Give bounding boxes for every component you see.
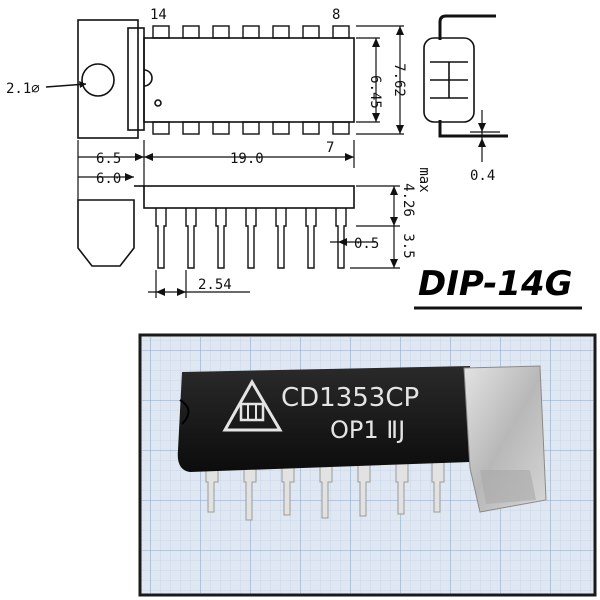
bottom-pin-row (152, 121, 350, 135)
length-dimensions (77, 140, 355, 200)
pin1-marker (154, 99, 162, 107)
chip-marking-line1: CD1353CP (281, 383, 419, 413)
chip-end-view (423, 14, 508, 162)
pin14-label: 14 (150, 7, 167, 23)
pin-width-label: 0.5 (354, 236, 379, 252)
photo-chip-body (177, 366, 470, 472)
mounting-hole (81, 63, 115, 97)
pin-length-label: 3.5 (400, 233, 416, 258)
dimension-labels: 14 8 7 2.1⌀ 6.45 7.62 6.5 6.0 19.0 4.26 … (6, 7, 573, 304)
chip-marking-line2: OP1 ⅡJ (330, 416, 405, 444)
manufacturer-logo (222, 378, 283, 432)
heatsink-tab-side-view (77, 199, 135, 267)
chip-photo: CD1353CP OP1 ⅡJ (177, 365, 547, 521)
height-max-suffix: max (416, 167, 432, 192)
height-max-label: 4.26 (400, 183, 416, 217)
tab-offset-2-label: 6.0 (96, 171, 121, 187)
tab-offset-1-label: 6.5 (96, 151, 121, 167)
width-dimensions (356, 25, 404, 135)
chip-body-top-view (143, 37, 355, 123)
side-view-pins (155, 208, 347, 269)
body-length-label: 19.0 (230, 151, 264, 167)
pin-pitch-dimension (148, 270, 250, 298)
lead-thickness-label: 0.4 (470, 168, 495, 184)
technical-drawing (45, 14, 582, 310)
pin8-label: 8 (332, 7, 340, 23)
body-width-label: 6.45 (367, 75, 383, 109)
hole-diameter-dim (45, 81, 87, 88)
package-name: DIP-14G (418, 264, 573, 304)
heatsink-tab-top-view (77, 19, 145, 139)
pin7-label: 7 (326, 140, 334, 156)
top-pin-row (152, 25, 350, 39)
total-width-label: 7.62 (391, 63, 407, 97)
chip-side-view (77, 185, 355, 267)
hole-diameter-label: 2.1⌀ (6, 81, 40, 97)
photo-panel: CD1353CP OP1 ⅡJ (138, 333, 597, 597)
pin-pitch-label: 2.54 (198, 277, 232, 293)
height-dimensions (330, 185, 400, 269)
